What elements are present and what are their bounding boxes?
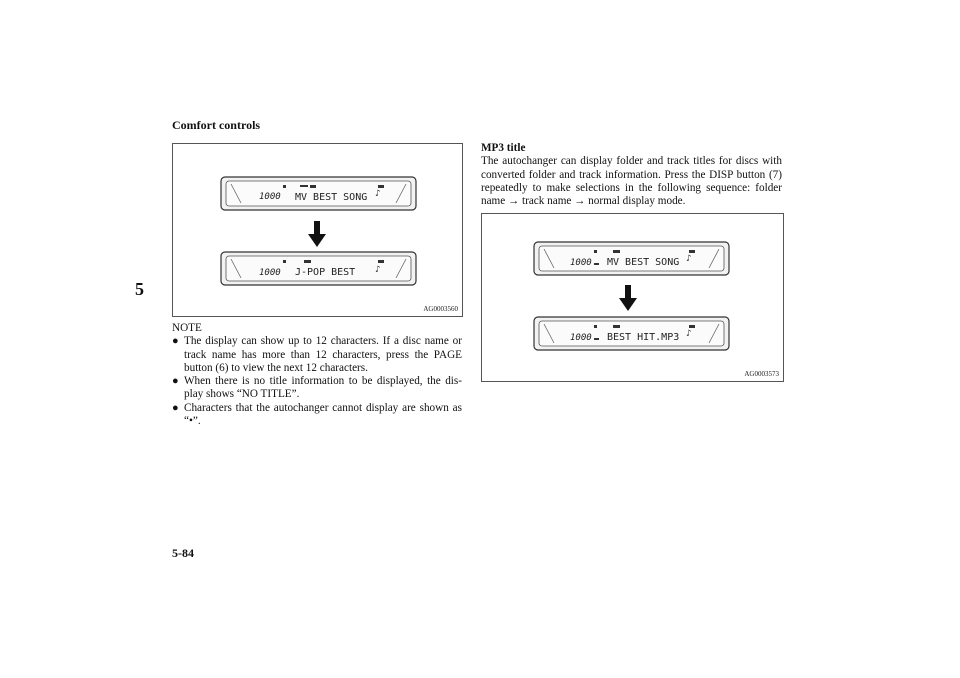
bullet-icon: ● (172, 335, 179, 348)
mp3-title-section: MP3 title The autochanger can display fo… (481, 142, 782, 208)
note-heading: NOTE (172, 322, 202, 334)
section-title: Comfort controls (172, 118, 261, 132)
bullet-icon: ● (172, 375, 179, 388)
figure-display-disc-title: 1000 MV BEST SONG ♪ 1000 J-POP BEST ♪ AG… (172, 143, 463, 317)
page-number: 5-84 (172, 546, 194, 560)
mp3-body: The autochanger can display folder and t… (481, 155, 782, 208)
note-symbol-icon: ♪ (686, 329, 691, 339)
figure-display-mp3-title: 1000 MV BEST SONG ♪ 1000 BEST HIT.MP3 ♪ … (481, 213, 784, 382)
lcd-counter: 1000 (259, 268, 281, 278)
lcd-illustration: 1000 MV BEST SONG ♪ 1000 J-POP BEST ♪ (220, 176, 417, 286)
lcd-counter: 1000 (570, 258, 592, 268)
lcd-counter: 1000 (570, 333, 592, 343)
note-item: ●The display can show up to 12 character… (172, 335, 462, 374)
lcd-title: MV BEST SONG (295, 192, 367, 203)
lcd-illustration: 1000 MV BEST SONG ♪ 1000 BEST HIT.MP3 ♪ (533, 241, 730, 351)
lcd-panel-top: 1000 MV BEST SONG ♪ (533, 241, 730, 276)
mp3-heading: MP3 title (481, 142, 526, 154)
down-arrow-icon (619, 285, 637, 311)
lcd-panel-top: 1000 MV BEST SONG ♪ (220, 176, 417, 211)
lcd-panel-bottom: 1000 BEST HIT.MP3 ♪ (533, 316, 730, 351)
chapter-tab: 5 (135, 279, 144, 299)
note-symbol-icon: ♪ (686, 254, 691, 264)
lcd-title: BEST HIT.MP3 (607, 332, 679, 343)
lcd-panel-bottom: 1000 J-POP BEST ♪ (220, 251, 417, 286)
down-arrow-icon (308, 221, 326, 247)
note-block: NOTE ●The display can show up to 12 char… (172, 322, 462, 428)
note-symbol-icon: ♪ (375, 189, 380, 199)
lcd-title: J-POP BEST (295, 267, 355, 278)
lcd-counter: 1000 (259, 192, 281, 202)
figure-code: AG0003560 (423, 305, 458, 313)
note-symbol-icon: ♪ (375, 265, 380, 275)
lcd-title: MV BEST SONG (607, 257, 679, 268)
bullet-icon: ● (172, 401, 179, 414)
note-item: ●Characters that the autochanger cannot … (172, 401, 462, 428)
note-item: ●When there is no title information to b… (172, 375, 462, 401)
note-list: ●The display can show up to 12 character… (172, 335, 462, 428)
figure-code: AG0003573 (744, 370, 779, 378)
